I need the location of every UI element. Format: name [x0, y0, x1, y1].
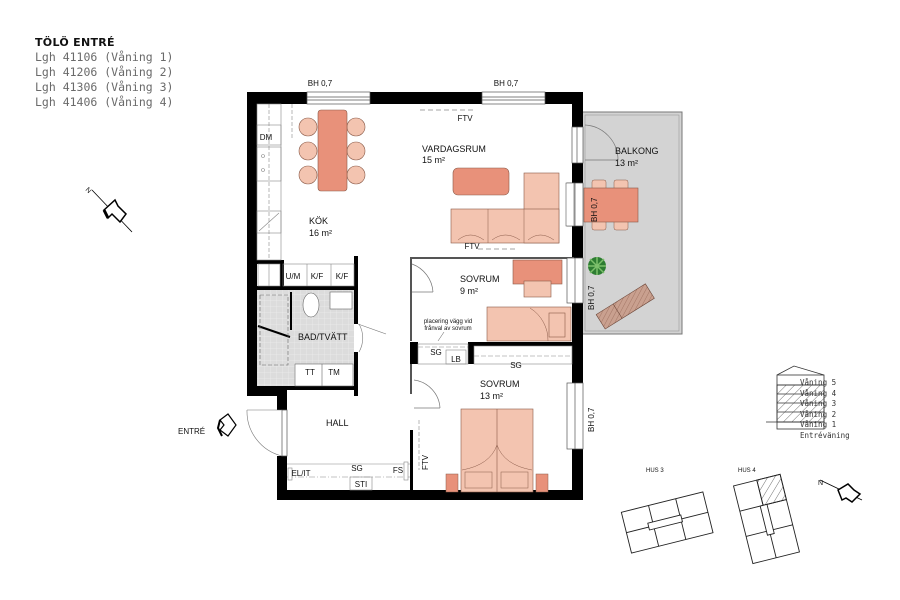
room-name-balcony: BALKONG	[615, 146, 659, 156]
windows	[281, 91, 584, 457]
room-area-kitchen: 16 m²	[309, 228, 332, 238]
house-4	[732, 473, 800, 565]
kf-label: K/F	[311, 272, 324, 281]
wardrobes	[417, 343, 573, 365]
sg-label: SG	[351, 464, 363, 473]
coffee-table	[452, 167, 510, 196]
balcony-door-swing	[584, 124, 619, 161]
floor-legend-building	[766, 365, 825, 430]
floor-legend-item: Våning 5	[800, 378, 837, 387]
door-swing	[411, 263, 434, 293]
north-arrow-icon: N	[818, 479, 863, 503]
tm-label: TM	[328, 368, 340, 377]
dining-set	[298, 109, 366, 192]
kitchen-counter	[256, 103, 355, 287]
lb-label: LB	[451, 355, 461, 364]
window-label: BH 0,7	[590, 197, 599, 222]
entrance-label: ENTRÉ	[178, 427, 205, 436]
wall-note: placering vägg vid	[424, 319, 472, 325]
apartment-line: Lgh 41306 (Våning 3)	[35, 80, 174, 94]
ftv-lines	[420, 109, 518, 250]
room-name-bedroom-small: SOVRUM	[460, 274, 500, 284]
sg-label: SG	[510, 361, 522, 370]
room-name-bathroom: BAD/TVÄTT	[298, 332, 348, 342]
desk	[512, 259, 563, 285]
floor-legend: Våning 5 Våning 4 Våning 3 Våning 2 Våni…	[800, 378, 850, 441]
site-plan	[620, 473, 800, 565]
fs-label: FS	[393, 466, 403, 475]
floor-legend-item: Våning 3	[800, 399, 837, 408]
north-label: N	[84, 186, 93, 195]
floor-legend-item: Våning 2	[800, 409, 837, 419]
walls	[247, 92, 583, 500]
room-area-living: 15 m²	[422, 155, 445, 165]
kf-label: K/F	[336, 272, 349, 281]
window-label: BH 0,7	[587, 285, 596, 310]
sun-lounger	[595, 283, 655, 330]
floor-legend-item: Entréväning	[800, 430, 850, 440]
north-label: N	[818, 480, 823, 487]
dishwasher-label: DM	[260, 133, 273, 142]
north-arrow-icon: N	[84, 186, 133, 233]
wall-note: frånval av sovrum	[424, 325, 471, 332]
sofa	[450, 208, 560, 244]
title-block: TÖLÖ ENTRÉ Lgh 41106 (Våning 1) Lgh 4120…	[35, 35, 173, 110]
room-name-hall: HALL	[326, 418, 349, 428]
room-name-living: VARDAGSRUM	[422, 144, 486, 154]
sg-label: SG	[430, 348, 442, 357]
tt-label: TT	[305, 368, 315, 377]
desk-chair	[523, 280, 552, 298]
floor-legend-item: Våning 4	[800, 388, 837, 398]
room-name-kitchen: KÖK	[309, 216, 328, 226]
balcony	[581, 111, 683, 335]
entrance-arrow-icon	[216, 413, 237, 437]
floor-legend-item: Våning 1	[800, 420, 837, 429]
window-label: BH 0,7	[308, 79, 333, 88]
room-name-bedroom-large: SOVRUM	[480, 379, 520, 389]
house-3-label: HUS 3	[646, 468, 664, 474]
single-bed	[486, 306, 572, 342]
bedroom-small-furniture	[411, 259, 572, 342]
house-4-label: HUS 4	[738, 468, 756, 474]
elit-label: EL/IT	[291, 469, 310, 478]
living-furniture	[450, 167, 575, 244]
apartment-line: Lgh 41206 (Våning 2)	[35, 65, 174, 79]
house-3	[620, 491, 714, 554]
apartment-line: Lgh 41106 (Våning 1)	[35, 50, 174, 64]
ftv-label: FTV	[421, 454, 430, 470]
sti-label: STI	[355, 480, 367, 489]
bathroom-fixtures	[259, 291, 387, 387]
um-label: U/M	[286, 272, 301, 281]
plant-icon	[588, 257, 606, 275]
window-label: BH 0,7	[494, 79, 519, 88]
room-area-balcony: 13 m²	[615, 158, 638, 168]
bedroom-large-furniture	[413, 379, 549, 493]
apartment-line: Lgh 41406 (Våning 4)	[35, 95, 174, 109]
hall-fixtures	[246, 409, 410, 491]
balcony-table-set	[583, 179, 639, 231]
window-label: BH 0,7	[587, 407, 596, 432]
room-area-bedroom-small: 9 m²	[460, 286, 478, 296]
ftv-label: FTV	[457, 114, 473, 123]
project-title: TÖLÖ ENTRÉ	[35, 36, 115, 49]
ftv-label: FTV	[464, 242, 480, 251]
room-area-bedroom-large: 13 m²	[480, 391, 503, 401]
